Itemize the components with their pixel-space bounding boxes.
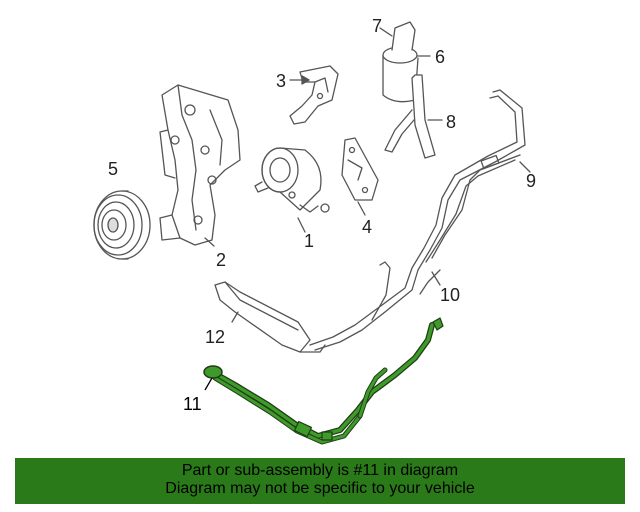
callout-4: 4 [362,217,373,237]
leader-11 [204,377,213,391]
reservoir-part-6 [382,21,419,103]
callout-7: 7 [372,16,383,36]
callout-11: 11 [183,394,202,414]
callout-2: 2 [216,250,227,270]
pressure-lines-part-9-10 [309,89,526,351]
leader-2 [204,237,215,247]
bracket-part-4 [341,137,379,201]
callout-3: 3 [276,71,287,91]
return-hose-part-11 [203,317,444,445]
callout-6: 6 [435,47,446,67]
leader-9 [519,161,531,173]
pump-part-1 [254,147,330,213]
cooler-part-12 [214,281,326,353]
callout-8: 8 [446,112,457,132]
leader-12 [231,311,239,323]
callout-9: 9 [526,171,537,191]
leader-10 [431,271,441,286]
leader-4 [357,201,366,216]
callout-5: 5 [108,159,119,179]
banner-line-1: Part or sub-assembly is #11 in diagram [181,462,459,479]
bracket-part-3 [289,65,339,125]
banner-line-2: Diagram may not be specific to your vehi… [165,480,475,497]
callout-12: 12 [205,327,226,347]
pulley-part-5 [93,190,151,260]
leader-7 [379,27,393,37]
callout-10: 10 [440,285,461,305]
arrow-3 [301,75,310,85]
info-banner: Part or sub-assembly is #11 in diagram D… [15,458,625,504]
bracket-part-2 [159,84,241,246]
callout-1: 1 [304,231,315,251]
leader-1 [297,217,306,233]
hose-part-8 [384,74,436,159]
